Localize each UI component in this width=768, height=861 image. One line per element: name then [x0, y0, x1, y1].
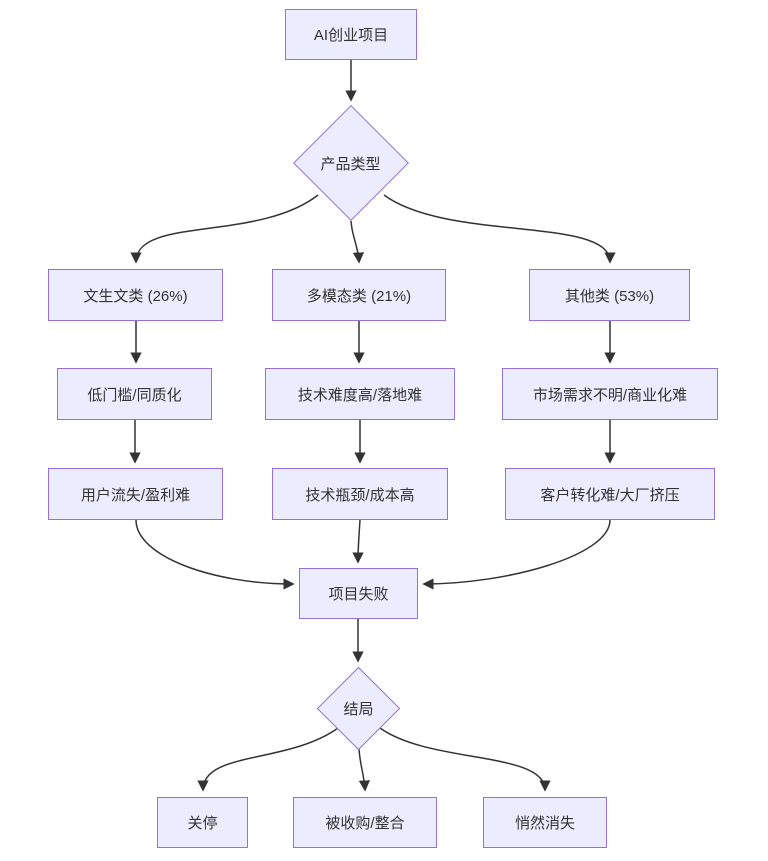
- node-low-barrier: 低门槛/同质化: [57, 368, 212, 420]
- edge-user-churn-failure: [135, 519, 295, 590]
- node-label: 结局: [343, 701, 374, 718]
- node-shutdown: 关停: [157, 797, 248, 848]
- node-label: 技术瓶颈/成本高: [305, 486, 415, 504]
- edge-hard-conversion-failure: [422, 519, 611, 590]
- edge-product-type-other: [383, 194, 616, 264]
- edge-outcome-acquired: [358, 748, 371, 792]
- node-outcome-decision: 结局: [316, 666, 401, 751]
- node-ai-startup-project: AI创业项目: [285, 9, 417, 60]
- node-acquired-integrated: 被收购/整合: [293, 797, 437, 848]
- node-label: 悄然消失: [514, 815, 575, 832]
- node-label: 产品类型: [320, 155, 381, 173]
- node-unclear-market: 市场需求不明/商业化难: [502, 368, 718, 420]
- node-label: 文生文类 (26%): [83, 287, 188, 305]
- node-product-type-decision: 产品类型: [292, 105, 409, 221]
- node-text2text-category: 文生文类 (26%): [48, 269, 223, 321]
- node-user-churn: 用户流失/盈利难: [48, 468, 223, 520]
- node-label: 其他类 (53%): [564, 287, 655, 305]
- node-project-failure: 项目失败: [299, 568, 418, 619]
- edge-tech-bottleneck-failure: [352, 519, 364, 564]
- node-label: 关停: [187, 815, 218, 832]
- node-quietly-vanish: 悄然消失: [483, 797, 607, 848]
- node-label: 用户流失/盈利难: [80, 486, 191, 504]
- edge-outcome-vanish: [379, 727, 551, 792]
- node-other-category: 其他类 (53%): [529, 269, 690, 321]
- node-multimodal-category: 多模态类 (21%): [272, 269, 446, 321]
- node-label: 技术难度高/落地难: [297, 386, 423, 404]
- node-label: 低门槛/同质化: [87, 386, 182, 404]
- node-tech-bottleneck: 技术瓶颈/成本高: [272, 468, 448, 520]
- node-label: 多模态类 (21%): [306, 287, 412, 305]
- node-label: 被收购/整合: [325, 815, 405, 832]
- edge-product-type-multimodal: [350, 220, 365, 264]
- node-tech-difficulty: 技术难度高/落地难: [265, 368, 455, 420]
- node-label: 项目失败: [328, 586, 389, 603]
- edge-product-type-text2text: [130, 194, 319, 264]
- node-label: 客户转化难/大厂挤压: [540, 486, 680, 504]
- node-hard-conversion: 客户转化难/大厂挤压: [505, 468, 715, 520]
- node-label: AI创业项目: [313, 27, 389, 44]
- node-label: 市场需求不明/商业化难: [532, 386, 688, 404]
